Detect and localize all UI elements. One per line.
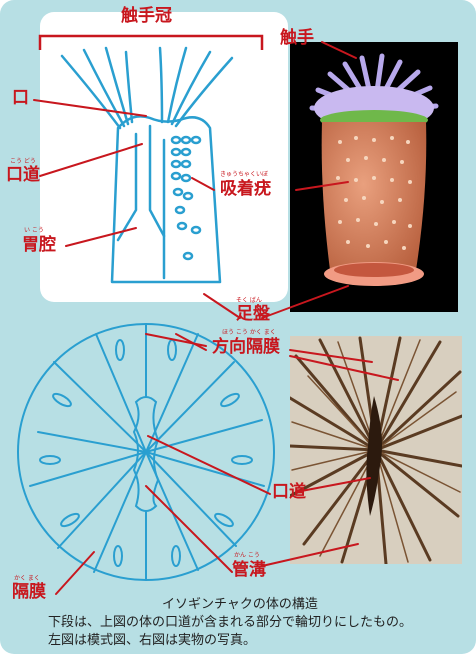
anemone-schematic	[62, 48, 232, 282]
label-sucker: 吸着疣	[220, 181, 271, 198]
ruby-directive: ほう こう かく まく	[222, 330, 276, 336]
label-tentacle: 触手	[280, 30, 314, 47]
ruby-sucker: きゅうちゃくいぼ	[220, 172, 268, 178]
cross-section-schematic	[18, 324, 274, 580]
label-siphonoglyph: 管溝	[232, 562, 266, 579]
label-mouth: 口	[12, 90, 29, 107]
caption-line1: 下段は、上図の体の口道が含まれる部分で輪切りにしたもの。	[48, 616, 412, 629]
label-pharynx-top: 口道	[6, 167, 40, 184]
leader-lines	[34, 42, 398, 594]
label-septum: 隔膜	[12, 584, 46, 601]
caption-title: イソギンチャクの体の構造	[162, 598, 318, 611]
caption-line2: 左図は模式図、右図は実物の写真。	[48, 634, 256, 647]
label-pharynx-bottom: 口道	[272, 484, 306, 501]
ruby-stomach: い こう	[24, 228, 44, 234]
ruby-siphonoglyph: かん こう	[234, 553, 260, 559]
label-stomach: 胃腔	[22, 237, 56, 254]
label-directive: 方向隔膜	[212, 339, 280, 356]
label-foot: 足盤	[236, 306, 270, 323]
label-crown: 触手冠	[121, 8, 172, 25]
